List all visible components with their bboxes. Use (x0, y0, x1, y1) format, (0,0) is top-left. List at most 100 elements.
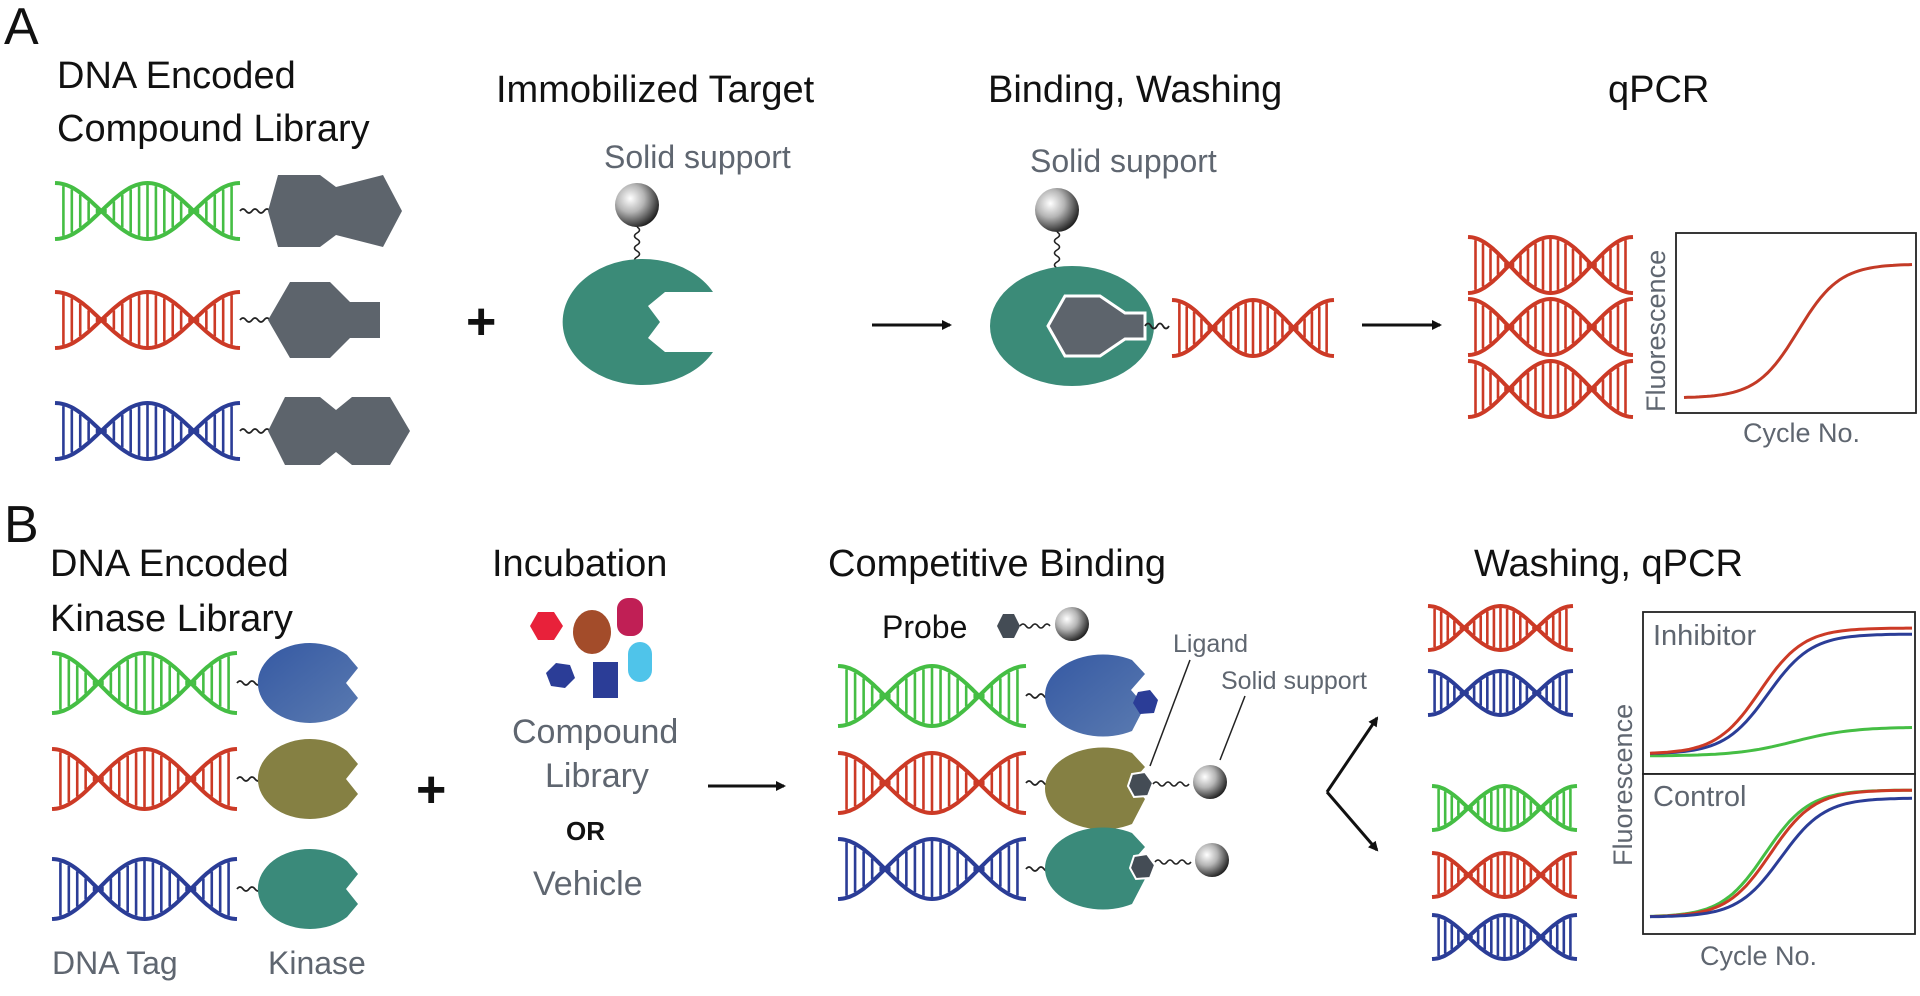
kinase-teal (257, 849, 358, 930)
wash-dna-red-1 (1427, 603, 1574, 653)
inhibitor-curve-red (1649, 626, 1912, 755)
cb-kinase-olive (1044, 747, 1145, 830)
cb-bead-teal (1195, 843, 1229, 877)
arrow-b-down (1325, 791, 1379, 852)
panel-b-letter: B (4, 496, 39, 554)
kinase-olive (257, 739, 358, 819)
solid-support-bead-1 (615, 183, 659, 227)
probe-linker (1019, 623, 1051, 629)
ligand-label: Ligand (1173, 630, 1248, 658)
chart-b-ylabel: Fluorescence (1608, 704, 1638, 866)
wash-dna-red-2 (1431, 850, 1578, 900)
compound-blue-hexagon (546, 663, 575, 688)
compound-dna-linker (1144, 322, 1170, 330)
dna-tag-label: DNA Tag (52, 945, 178, 981)
arrow-b-up (1325, 716, 1379, 793)
panel-a-target-title: Immobilized Target (496, 69, 815, 111)
chart-a-xlabel: Cycle No. (1743, 418, 1860, 448)
panel-b-plus: + (416, 761, 446, 819)
probe-label: Probe (882, 609, 967, 645)
panel-a-plus: + (466, 293, 496, 351)
cb-dna-green (837, 663, 1057, 729)
cb-probe-hexagon-teal (1128, 852, 1157, 881)
panel-a-dna-strands (54, 180, 1634, 462)
dna-strand-red (54, 289, 271, 351)
panel-a-library-title-line2: Compound Library (57, 108, 370, 150)
compound-shape-1 (268, 175, 402, 247)
kinase-label: Kinase (268, 945, 366, 981)
control-curve-red (1649, 788, 1912, 918)
dna-linker (239, 208, 271, 214)
wash-dna-blue-2 (1431, 912, 1578, 962)
inhibitor-curve-green (1650, 726, 1913, 758)
chart-a: Fluorescence Cycle No. (1641, 232, 1917, 448)
wash-dna-blue-1 (1427, 668, 1574, 718)
chart-a-frame (1675, 232, 1917, 414)
panel-b-competitive-title: Competitive Binding (828, 543, 1166, 585)
panel-a-qpcr-title: qPCR (1608, 69, 1709, 111)
cb-probe-hexagon-olive (1126, 770, 1155, 799)
cb-ligand-blue-hexagon (1133, 690, 1158, 714)
panel-b-washing-title: Washing, qPCR (1474, 543, 1743, 585)
wash-dna-green (1431, 783, 1578, 833)
kinase-dna-blue (51, 856, 268, 922)
compound-library-icons (530, 598, 652, 698)
probe-bead (1055, 607, 1089, 641)
immobilized-target-protein (562, 259, 713, 386)
vehicle-label: Vehicle (533, 865, 643, 903)
cb-dna-blue (837, 836, 1057, 902)
cb-kinase-blue (1044, 654, 1145, 737)
amplified-dna-red-1 (1467, 234, 1634, 296)
chart-b-curves (1649, 626, 1913, 919)
kinase-dna-green (51, 650, 268, 716)
panel-a-letter: A (4, 0, 39, 56)
cb-dna-red (837, 750, 1057, 816)
compound-shape-3 (268, 397, 410, 465)
compound-cyan-capsule (628, 642, 652, 682)
chart-a-curve (1683, 263, 1913, 399)
cb-probe-linker-teal (1154, 859, 1192, 865)
or-label: OR (566, 816, 605, 846)
solid-support-label-2: Solid support (1030, 143, 1217, 179)
chart-b-inhibitor-frame (1642, 611, 1916, 775)
dna-strand-green (54, 180, 271, 242)
ligand-pointer (1149, 659, 1191, 767)
panel-b-dna-strands (51, 603, 1578, 962)
panel-b-library-title-line2: Kinase Library (50, 598, 293, 640)
solid-support-bead-2 (1035, 188, 1079, 232)
chart-a-ylabel: Fluorescence (1641, 250, 1671, 412)
bound-dna-strand-red (1171, 297, 1335, 359)
linker-spring-1 (633, 226, 641, 264)
compound-shape-2 (268, 282, 380, 358)
panel-b-library-title-line1: DNA Encoded (50, 543, 289, 585)
panel-b-incubation-title: Incubation (492, 543, 667, 585)
inhibitor-curve-blue (1649, 632, 1912, 755)
compound-library-label-line2: Library (545, 757, 649, 795)
control-curve-blue (1649, 796, 1913, 919)
chart-b-inhibitor-title: Inhibitor (1653, 620, 1757, 652)
amplified-dna-red-3 (1467, 358, 1634, 420)
compound-red-hexagon (530, 612, 563, 640)
chart-b-control-title: Control (1653, 781, 1747, 813)
amplified-dna-red-2 (1467, 296, 1634, 358)
panel-a-binding-title: Binding, Washing (988, 69, 1282, 111)
dna-linker (239, 428, 271, 434)
solid-support-label-1: Solid support (604, 139, 791, 175)
probe-hexagon (997, 614, 1020, 638)
compound-library-label-line1: Compound (512, 713, 678, 751)
solid-support-pointer (1219, 695, 1246, 761)
cb-kinase-teal (1044, 827, 1145, 910)
kinase-blue (257, 643, 358, 724)
dna-linker (239, 317, 271, 323)
compound-magenta-rounded (617, 598, 643, 636)
chart-b: Inhibitor Control Fluorescence Cycle No. (1608, 611, 1916, 971)
cb-probe-linker-olive (1152, 781, 1190, 787)
dna-strand-blue (54, 400, 271, 462)
solid-support-label-b: Solid support (1221, 667, 1367, 695)
kinase-dna-red (51, 746, 268, 812)
chart-b-xlabel: Cycle No. (1700, 941, 1817, 971)
cb-bead-olive (1193, 765, 1227, 799)
panel-a-library-title-line1: DNA Encoded (57, 55, 296, 97)
